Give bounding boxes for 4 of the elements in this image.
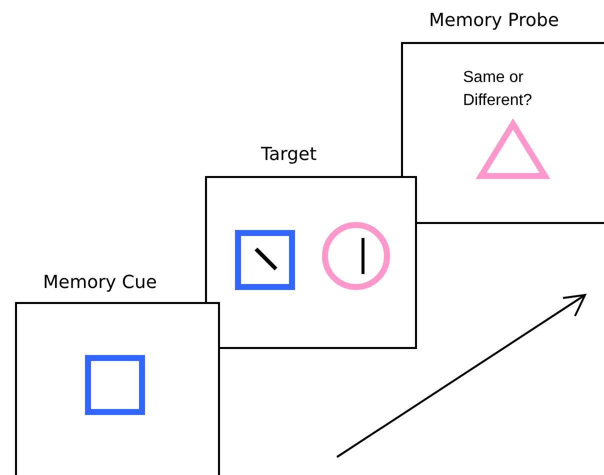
question-text: Same or Different? <box>463 68 534 111</box>
frame-heading: Target <box>261 144 317 165</box>
frame-heading: Memory Cue <box>43 272 157 293</box>
frame-heading: Memory Probe <box>429 10 559 31</box>
